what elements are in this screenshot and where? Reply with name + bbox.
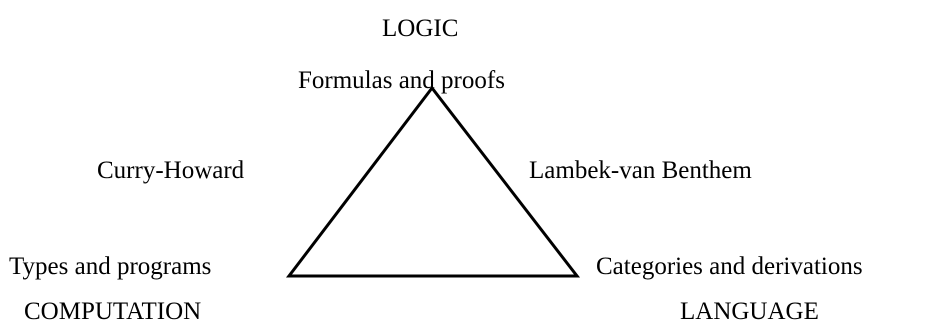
language-domain-label: LANGUAGE xyxy=(680,298,819,325)
correspondence-triangle xyxy=(285,85,581,278)
computation-domain-label: COMPUTATION xyxy=(24,298,202,325)
formulas-proofs-label: Formulas and proofs xyxy=(298,67,505,94)
categories-derivations-label: Categories and derivations xyxy=(596,253,863,280)
types-programs-label: Types and programs xyxy=(9,253,212,280)
lambek-van-benthem-label: Lambek-van Benthem xyxy=(529,157,752,184)
logic-domain-label: LOGIC xyxy=(382,15,459,42)
curry-howard-label: Curry-Howard xyxy=(97,157,245,184)
